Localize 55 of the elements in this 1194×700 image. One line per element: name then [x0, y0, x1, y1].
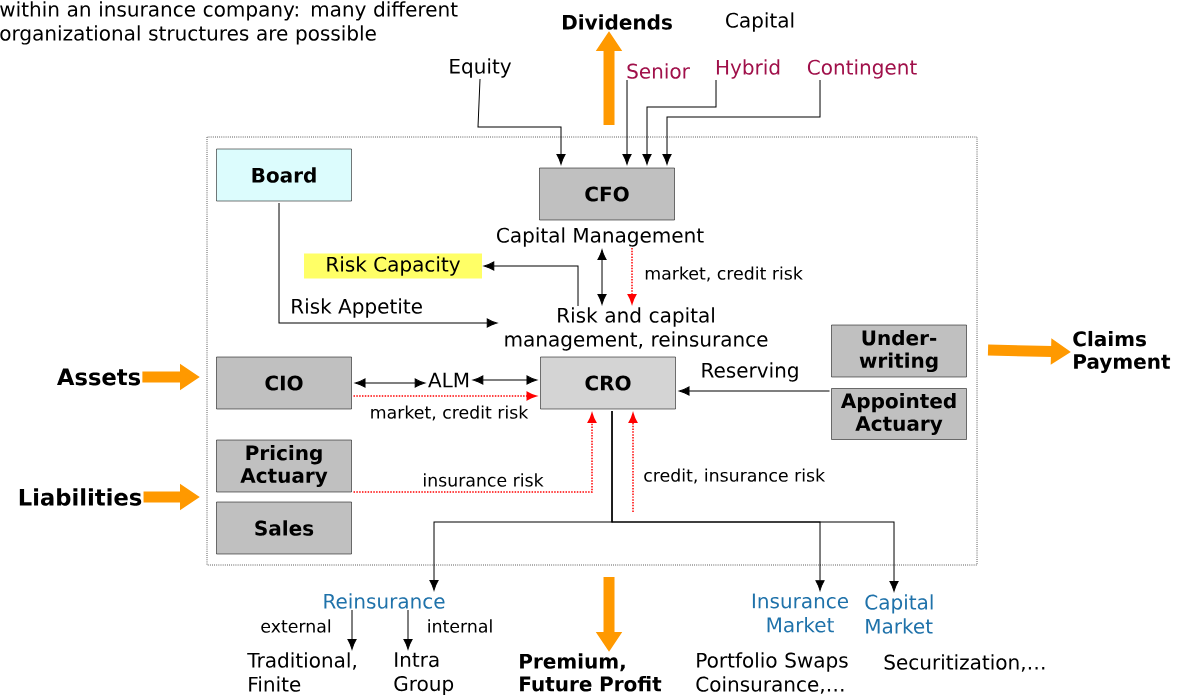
edge-label: Risk Appetite	[289, 297, 424, 319]
edge-label: market, credit risk	[643, 265, 804, 283]
role-box: CIO	[216, 356, 352, 410]
role-box: Pricing Actuary	[216, 439, 352, 493]
arrow	[662, 79, 821, 165]
flow-label: Dividends	[563, 14, 672, 30]
arrow	[403, 609, 413, 650]
arrow	[352, 413, 597, 493]
arrow	[627, 247, 637, 304]
arrow	[352, 391, 537, 401]
role-box: Sales	[216, 501, 352, 555]
arrow	[678, 386, 830, 396]
board-box: Board	[216, 148, 352, 202]
arrow	[477, 78, 566, 165]
role-box: Under-writing	[831, 324, 967, 378]
source-text: Hybrid	[716, 59, 780, 79]
flow-label: Claims Payment	[1073, 330, 1171, 374]
arrow	[611, 410, 899, 592]
role-box: CFO	[539, 167, 675, 221]
note-text: within an insurance company: many different organizational structures are possible	[0, 1, 458, 45]
double-arrow	[597, 249, 607, 305]
function-text: Capital Management	[497, 227, 704, 247]
arrow	[622, 79, 632, 165]
source-text: Equity	[450, 58, 512, 78]
arrow	[642, 79, 717, 165]
arrow	[628, 413, 638, 513]
flow-label: Assets	[57, 368, 141, 386]
edge-label: Reserving	[699, 361, 801, 383]
market-text: Reinsurance	[324, 593, 445, 609]
instrument-text: Portfolio Swaps Coinsurance,…	[696, 652, 848, 694]
flow-label: Premium, Future Profit	[520, 653, 662, 692]
arrow	[278, 202, 498, 328]
instrument-text: Traditional, Finite	[247, 652, 356, 692]
arrow	[347, 609, 357, 650]
edge-label: market, credit risk	[368, 404, 530, 422]
edge-label: credit, insurance risk	[642, 467, 827, 485]
market-text: Insurance Market	[752, 593, 848, 633]
market-text: Capital Market	[865, 594, 933, 634]
function-text: ALM	[428, 372, 469, 388]
edge-label: internal	[425, 618, 495, 634]
heading-text: Capital	[726, 12, 794, 32]
double-arrow	[354, 378, 426, 388]
role-box: CRO	[540, 356, 676, 410]
edge-label: insurance risk	[421, 472, 545, 488]
source-text: Contingent	[807, 59, 917, 79]
highlighted-text: Risk Capacity	[304, 253, 482, 279]
instrument-text: Securitization,…	[884, 654, 1045, 672]
edge-label: external	[259, 618, 333, 634]
instrument-text: Intra Group	[394, 652, 454, 695]
function-text: Risk and capital management, reinsurance	[505, 307, 768, 351]
flow-label: Liabilities	[19, 488, 142, 506]
role-box: Appointed Actuary	[831, 388, 967, 440]
source-text: Senior	[627, 63, 690, 79]
double-arrow	[472, 375, 538, 385]
arrow	[483, 261, 579, 307]
